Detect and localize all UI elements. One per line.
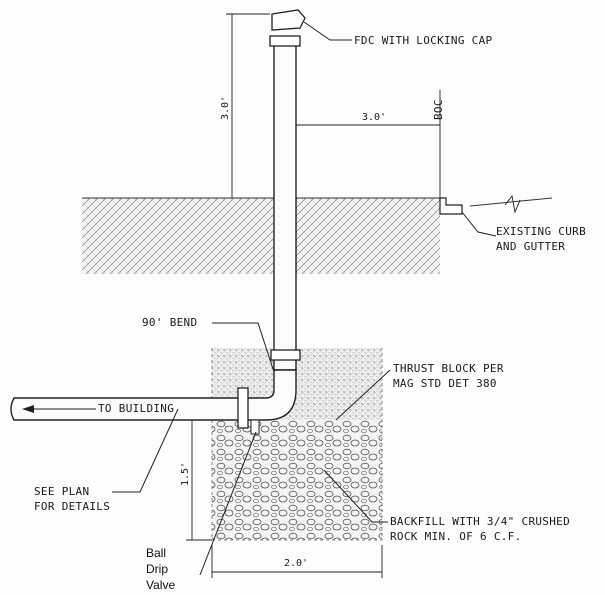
- fdc-label: FDC WITH LOCKING CAP: [354, 34, 493, 47]
- to-building-label: TO BUILDING: [98, 402, 175, 415]
- leader-thrust-block: [335, 369, 391, 421]
- fdc-head: [271, 9, 306, 31]
- leader-ball-drip: [199, 431, 257, 576]
- see-plan-label-line1: SEE PLAN: [34, 485, 90, 498]
- pipe-flange: [237, 387, 249, 429]
- dim-rock-width-text: 2.0': [284, 558, 309, 569]
- thrust-label-line2: MAG STD DET 380: [393, 377, 497, 390]
- see-plan-label-line2: FOR DETAILS: [34, 500, 111, 513]
- dim-offset-text: 3.0': [362, 112, 387, 123]
- soil-band: [82, 198, 440, 274]
- leader-fdc: [303, 21, 352, 41]
- backfill-label-line2: ROCK MIN. OF 6 C.F.: [390, 530, 522, 543]
- ball-drip-label-line3: Valve: [146, 578, 176, 592]
- thrust-label-line1: THRUST BLOCK PER: [393, 362, 504, 375]
- leader-see-plan: [112, 408, 179, 493]
- dim-riser-height-text: 3.0': [220, 95, 231, 120]
- riser-pipe: [273, 39, 297, 371]
- ball-drip-label-line1: Ball: [146, 546, 167, 560]
- boc-label: BOC: [432, 99, 445, 120]
- break-symbol: [504, 194, 521, 214]
- leader-backfill: [323, 469, 388, 523]
- excavation-outline: [211, 348, 383, 541]
- riser-joint: [270, 349, 301, 361]
- curb-label-line1: EXISTING CURB: [496, 225, 586, 238]
- leader-bend: [212, 322, 275, 373]
- ball-drip-label-line2: Drip: [146, 562, 169, 576]
- to-building-arrowhead: [22, 405, 34, 413]
- curb-and-gutter: [439, 197, 463, 215]
- crushed-rock-backfill: [212, 420, 382, 540]
- curb-label-line2: AND GUTTER: [496, 240, 566, 253]
- leader-curb: [461, 211, 497, 237]
- street-grade-line: [469, 197, 553, 207]
- backfill-label-line1: BACKFILL WITH 3/4" CRUSHED: [390, 515, 570, 528]
- ball-drip-valve: [250, 419, 260, 435]
- bend-label: 90' BEND: [142, 316, 198, 329]
- dim-rock-depth-text: 1.5': [180, 461, 191, 486]
- fdc-coupling: [269, 35, 301, 47]
